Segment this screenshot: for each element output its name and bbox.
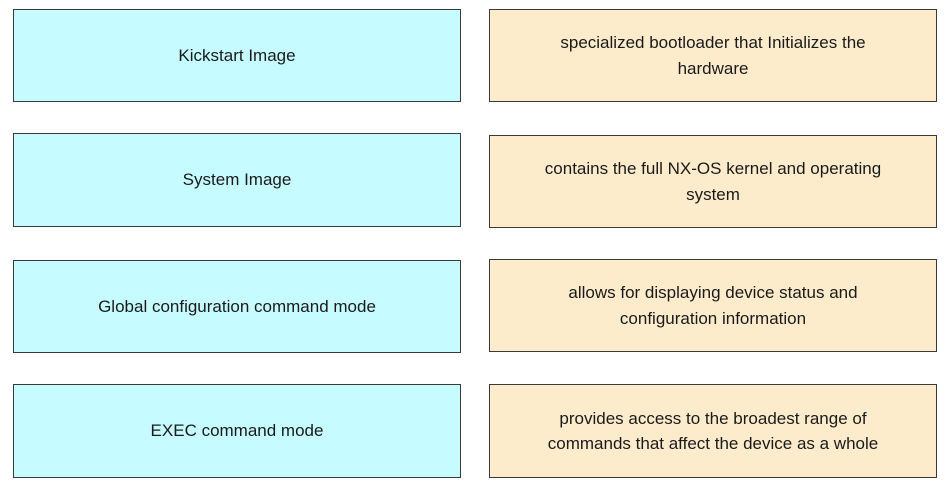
definition-text: contains the full NX-OS kernel and opera… — [544, 159, 882, 204]
term-box-kickstart-image[interactable]: Kickstart Image — [13, 9, 461, 102]
term-box-exec-command-mode[interactable]: EXEC command mode — [13, 384, 461, 478]
term-label: EXEC command mode — [150, 421, 324, 441]
definition-box-bootloader[interactable]: specialized bootloader that Initializes … — [489, 9, 937, 102]
definition-text: allows for displaying device status and … — [568, 283, 858, 328]
definition-box-device-status[interactable]: allows for displaying device status and … — [489, 259, 937, 352]
definition-text: specialized bootloader that Initializes … — [560, 33, 866, 78]
term-label: Global configuration command mode — [98, 296, 376, 316]
term-label: Kickstart Image — [178, 45, 296, 65]
definition-box-nxos-kernel[interactable]: contains the full NX-OS kernel and opera… — [489, 135, 937, 228]
term-box-system-image[interactable]: System Image — [13, 133, 461, 227]
definition-text: provides access to the broadest range of… — [547, 408, 879, 454]
term-box-global-configuration-mode[interactable]: Global configuration command mode — [13, 260, 461, 353]
definition-box-broadest-commands[interactable]: provides access to the broadest range of… — [489, 384, 937, 478]
term-label: System Image — [182, 170, 292, 190]
